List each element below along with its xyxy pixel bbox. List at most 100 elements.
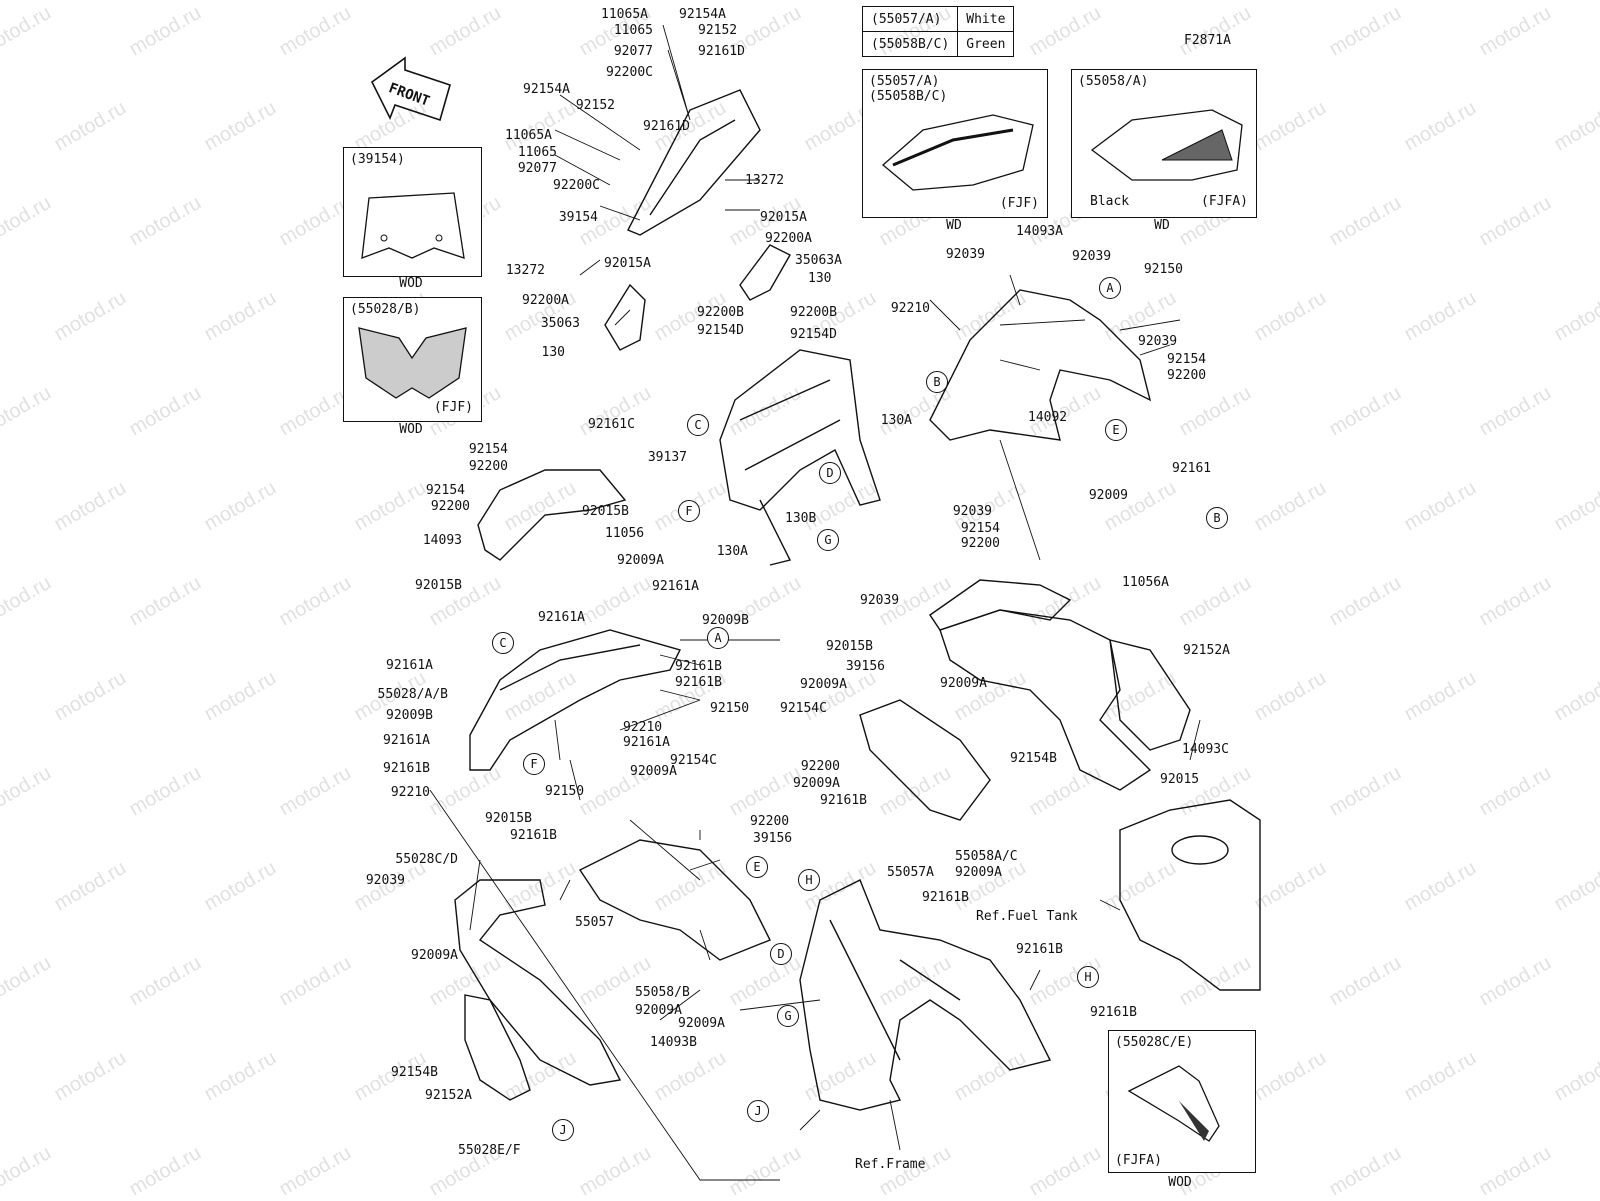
part-number-label: 92161 [1172, 461, 1212, 476]
upper-cowl-shape [469, 629, 682, 771]
part-number-label: 92152 [575, 98, 615, 113]
stay-shape [719, 349, 881, 511]
side-cowl-55057A-shape [859, 699, 991, 821]
part-number-label: 92200B [790, 305, 837, 320]
part-number-label: 92039 [365, 873, 405, 888]
part-number-label: 92161B [383, 761, 430, 776]
part-number-label: 92154A [523, 82, 570, 97]
part-number-label: 14092 [1028, 410, 1068, 425]
part-number-label: 14093A [1016, 224, 1063, 239]
part-number-label: 130A [716, 544, 748, 559]
part-number-label: 39137 [647, 450, 687, 465]
part-number-label: 92015B [582, 504, 629, 519]
part-number-label: 92039 [952, 504, 992, 519]
part-number-label: 92161B [820, 793, 867, 808]
bracket-left-shape [604, 283, 646, 351]
part-number-label: 92009A [800, 677, 847, 692]
part-number-label: 92200B [697, 305, 744, 320]
part-number-label: 92161D [643, 119, 690, 134]
part-number-label: 92077 [517, 161, 557, 176]
upper-cowl-inner-shape [477, 469, 627, 561]
callout-letter: A [707, 627, 729, 649]
color-code-cell: (55058B/C) [861, 31, 959, 57]
part-number-label: 11065 [517, 145, 557, 160]
inset-side-cowl: (55057/A) (55058B/C) (FJF) [862, 69, 1048, 218]
color-name-cell: Green [957, 31, 1015, 57]
callout-letter: H [1077, 966, 1099, 988]
part-number-label: 92161B [1016, 942, 1063, 957]
color-table-row: (55057/A) White [861, 6, 1015, 32]
part-number-label: 92015A [604, 256, 651, 271]
callout-letter: J [552, 1119, 574, 1141]
part-number-label: 92015B [485, 811, 532, 826]
part-number-label: 11065A [601, 7, 648, 22]
callout-letter: C [687, 414, 709, 436]
inset-code: (55057/A) (55058B/C) [869, 74, 947, 104]
callout-letter: G [817, 529, 839, 551]
part-number-label: 92009A [411, 948, 458, 963]
part-number-label: 92161D [698, 44, 745, 59]
part-number-label: 92009A [630, 764, 677, 779]
part-number-label: 92009A [955, 865, 1002, 880]
inner-panel-shape [929, 289, 1152, 441]
part-number-label: 130A [880, 413, 912, 428]
ref-fuel-tank-label: Ref.Fuel Tank [976, 909, 1078, 924]
part-number-label: 92009A [635, 1003, 682, 1018]
inset-foot: (FJFA) [1201, 194, 1248, 209]
lower-cowl-55028CD-shape [454, 879, 622, 1086]
part-number-label: 92161B [1090, 1005, 1137, 1020]
part-number-label: 130B [785, 511, 817, 526]
inset-upper-cowl: (55028/B) (FJF) [343, 297, 482, 422]
ref-frame-label: Ref.Frame [855, 1157, 926, 1172]
part-number-label: 92009B [702, 613, 749, 628]
part-number-label: 92154B [391, 1065, 438, 1080]
inset-code: (55028/B) [350, 302, 421, 317]
callout-letter: F [523, 753, 545, 775]
part-number-label: 92154D [790, 327, 837, 342]
side-cowl-inset-drawing [881, 114, 1034, 191]
part-number-label: 92200 [800, 759, 840, 774]
part-number-label: 92009A [678, 1016, 725, 1031]
part-number-label: 11065A [505, 128, 552, 143]
lower-cowl-55057-shape [578, 839, 771, 961]
part-number-label: 14093B [650, 1035, 697, 1050]
part-number-label: 92161A [538, 610, 585, 625]
part-number-label: 92200C [606, 65, 653, 80]
part-number-label: 13272 [505, 263, 545, 278]
part-number-label: 92154C [670, 753, 717, 768]
callout-letter: G [777, 1005, 799, 1027]
part-number-label: 92150 [545, 784, 585, 799]
side-panel-14093C-shape [1109, 639, 1191, 751]
part-number-label: 92009B [386, 708, 433, 723]
part-number-label: 92015B [826, 639, 873, 654]
part-number-label: 39154 [558, 210, 598, 225]
part-number-label: 92154 [425, 483, 465, 498]
part-number-label: 55058A/C [955, 849, 1018, 864]
bracket-right-shape [739, 244, 791, 301]
part-number-label: 130 [541, 345, 565, 360]
part-number-label: 92200A [522, 293, 569, 308]
color-code-cell: (55057/A) [861, 6, 959, 32]
part-number-label: 92161A [652, 579, 699, 594]
inset-under-label: WD [1154, 218, 1170, 233]
fuel-tank-shape [1119, 799, 1261, 991]
part-number-label: 92210 [390, 785, 430, 800]
inset-foot: (FJF) [433, 400, 473, 415]
part-number-label: 92009A [793, 776, 840, 791]
part-number-label: 55028/A/B [377, 687, 448, 702]
part-number-label: 92200 [750, 814, 790, 829]
callout-letter: H [798, 869, 820, 891]
inset-windshield: (39154) [343, 147, 482, 277]
part-number-label: 55058/B [635, 985, 690, 1000]
frame-shape [799, 879, 1052, 1111]
part-number-label: 11056 [605, 526, 645, 541]
part-number-label: 92154 [468, 442, 508, 457]
part-number-label: 92161B [922, 890, 969, 905]
callout-letter: D [819, 462, 841, 484]
side-cowl-front-shape [929, 579, 1072, 631]
part-number-label: 92039 [1138, 334, 1178, 349]
callout-letter: E [1105, 419, 1127, 441]
part-number-label: 92152A [425, 1088, 472, 1103]
inset-under-label: WD [946, 218, 962, 233]
